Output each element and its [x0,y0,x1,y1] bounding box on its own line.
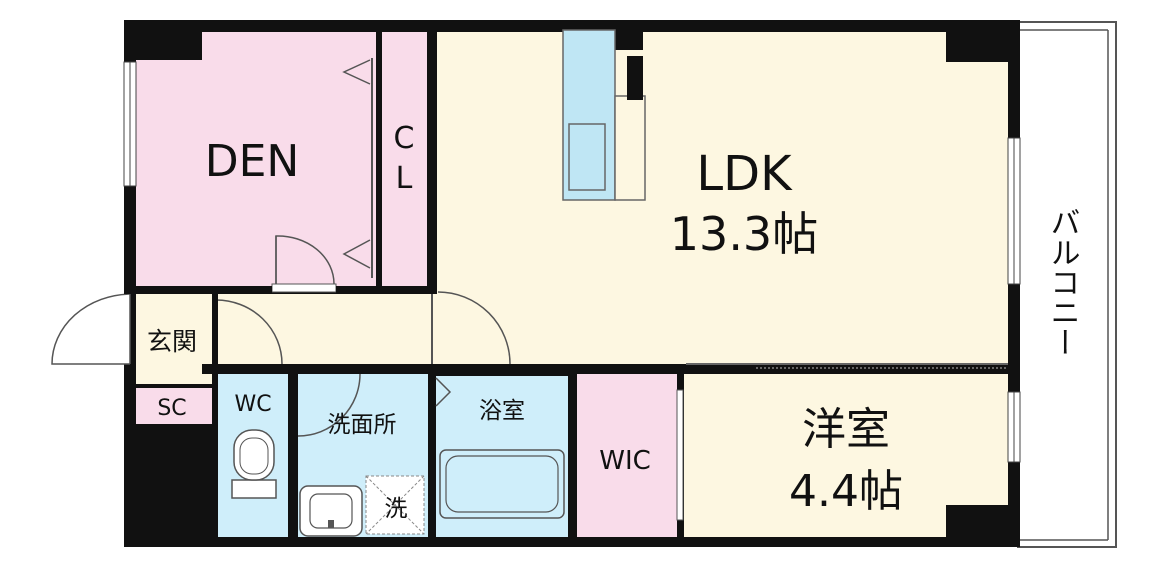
balcony-label: バルコニー [1045,207,1080,357]
wc-label: WC [234,392,271,417]
den-room [136,32,376,286]
toilet-tank [231,479,277,499]
wash-basin [299,485,363,537]
closet-label-c: C [394,121,415,156]
wic-room [577,374,677,537]
ldk-size-label: 13.3帖 [670,207,818,261]
western-label: 洋室 [802,404,890,455]
washroom-label: 洗面所 [328,412,397,438]
wic-label: WIC [599,446,651,476]
closet-label-l: L [396,161,413,196]
closet-room [380,32,427,286]
entrance-room [136,294,212,384]
balcony-area [1017,21,1117,548]
bathtub [439,449,565,519]
toilet-bowl [233,429,275,481]
entrance-label: 玄関 [147,327,197,356]
ldk-label: LDK [696,146,793,202]
ldk-room [437,32,1008,364]
western-size-label: 4.4帖 [789,466,903,517]
washer-label: 洗 [385,496,408,522]
bathroom-label: 浴室 [479,398,525,424]
shoe-closet [136,388,212,424]
kitchen-sink [568,123,606,191]
den-label: DEN [205,136,300,187]
shoe-closet-label: SC [157,396,186,421]
hallway [216,294,438,364]
